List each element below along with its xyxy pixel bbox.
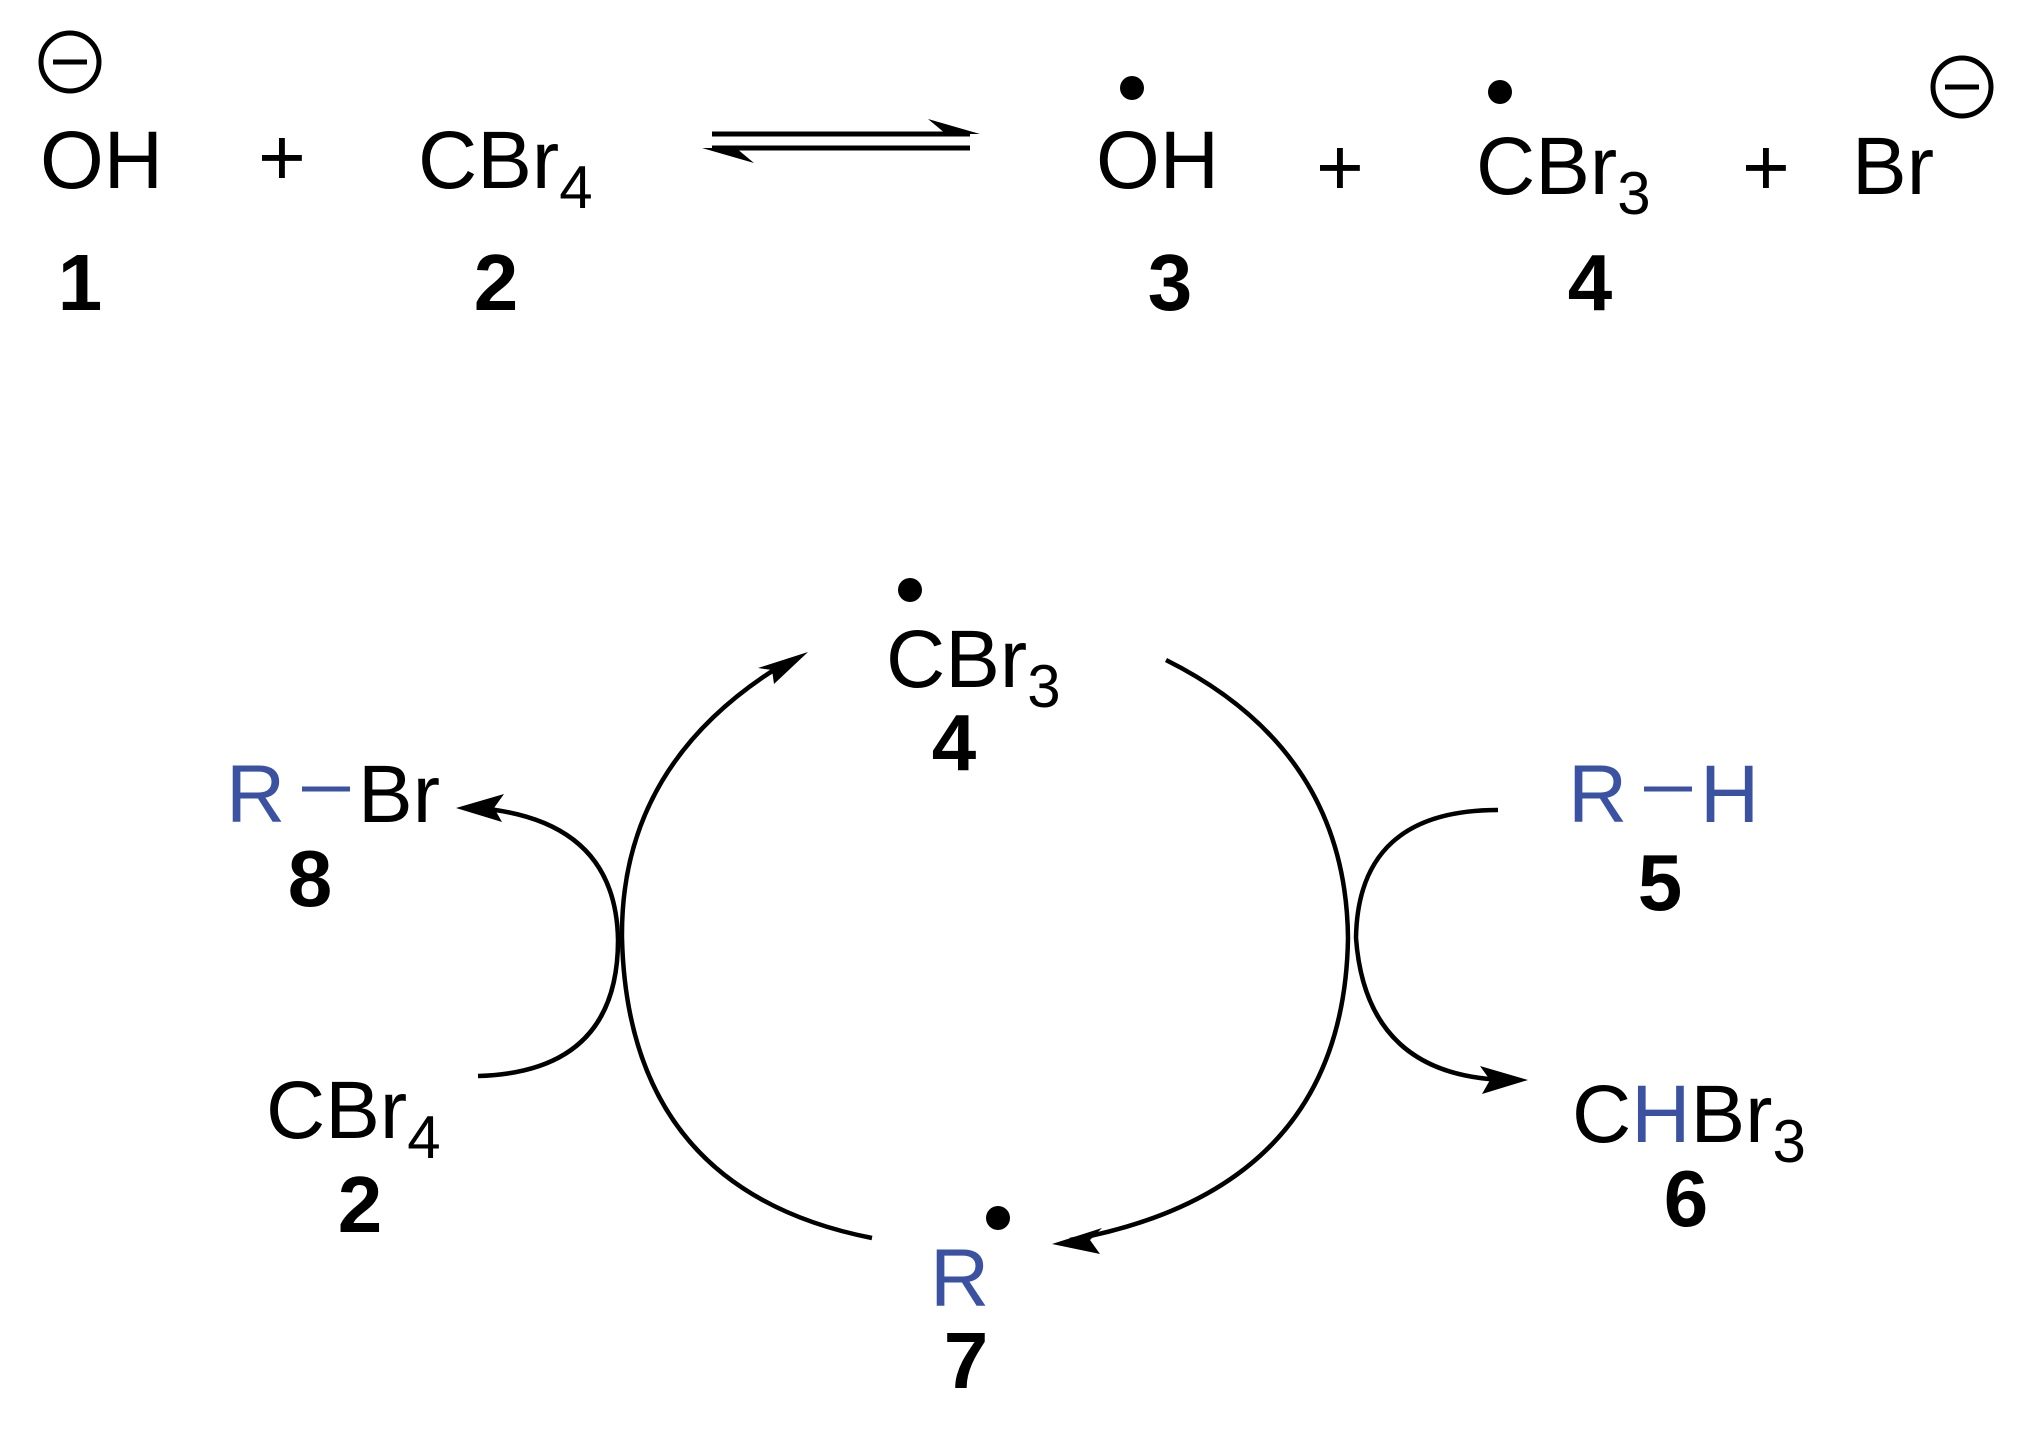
- equilibrium-equation: OH 1 + CBr4 2 OH 3 + CBr3 4 + Br: [38, 30, 1994, 327]
- cycle-label-7: 7: [944, 1316, 989, 1405]
- cycle-arc-right: [1052, 657, 1351, 1254]
- catalytic-cycle: CBr3 4 R Br 8 R H 5 CBr4 2 CHBr3 6 R 7: [226, 578, 1806, 1405]
- carbon-tetrabromide: CBr4: [418, 115, 593, 221]
- side-arc-right: [1353, 807, 1528, 1094]
- cycle-carbon-tetrabromide: CBr4: [266, 1065, 441, 1171]
- radical-dot-icon: [986, 1206, 1010, 1230]
- alkyl-bromide-br: Br: [358, 749, 440, 840]
- cycle-label-4: 4: [932, 698, 977, 787]
- alkane-h: H: [1700, 749, 1759, 840]
- cycle-label-6: 6: [1664, 1154, 1709, 1243]
- radical-dot-icon: [1488, 80, 1512, 104]
- tribromomethyl-radical: CBr3: [1476, 121, 1651, 227]
- cycle-label-2: 2: [338, 1160, 383, 1249]
- alkyl-bromide-r: R: [226, 749, 285, 840]
- alkane-r: R: [1568, 749, 1627, 840]
- hydroxide: OH: [40, 115, 163, 206]
- compound-label-2: 2: [474, 238, 519, 327]
- alkyl-radical: R: [930, 1233, 989, 1324]
- cycle-label-5: 5: [1638, 838, 1683, 927]
- radical-dot-icon: [898, 578, 922, 602]
- cycle-tribromomethyl-radical: CBr3: [886, 614, 1061, 720]
- compound-label-1: 1: [58, 238, 103, 327]
- minus-charge-icon: [1930, 55, 1994, 119]
- cycle-arc-left: [619, 652, 873, 1241]
- equilibrium-arrows: [702, 119, 980, 163]
- compound-label-3: 3: [1148, 238, 1193, 327]
- plus-sign: +: [1742, 122, 1790, 213]
- bromoform: CHBr3: [1572, 1069, 1806, 1175]
- minus-charge-icon: [38, 30, 102, 94]
- plus-sign: +: [258, 112, 306, 203]
- radical-dot-icon: [1120, 76, 1144, 100]
- compound-label-4: 4: [1568, 238, 1613, 327]
- bromide: Br: [1852, 121, 1934, 212]
- cycle-label-8: 8: [288, 834, 333, 923]
- side-arc-left: [456, 794, 621, 1079]
- plus-sign: +: [1316, 122, 1364, 213]
- hydroxyl-radical: OH: [1096, 115, 1219, 206]
